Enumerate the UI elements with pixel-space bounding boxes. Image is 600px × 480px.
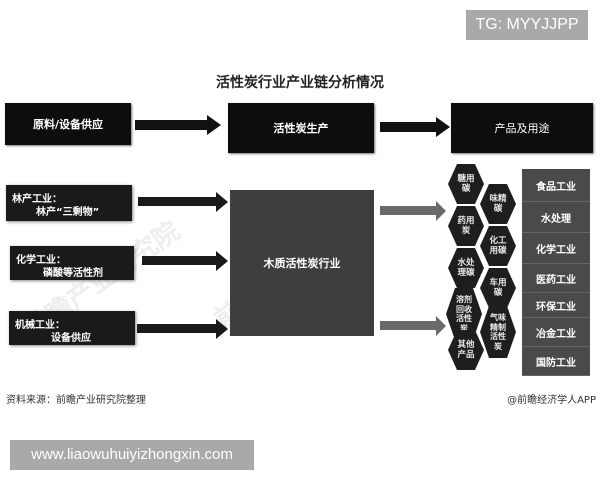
- arrow-icon: [380, 117, 450, 137]
- product-hexagon: 化工 用碳: [480, 226, 516, 266]
- diagram-title: 活性炭行业产业链分析情况: [216, 75, 384, 91]
- core-industry-box: 木质活性炭行业: [230, 190, 374, 336]
- application-box: 环保工业: [522, 293, 590, 318]
- stage-box-supply: 原料/设备供应: [5, 103, 131, 145]
- application-label: 国防工业: [536, 357, 576, 369]
- application-label: 医药工业: [536, 274, 576, 286]
- application-label: 食品工业: [536, 181, 576, 193]
- application-label: 冶金工业: [536, 328, 576, 340]
- stage-box-products: 产品及用途: [451, 103, 593, 153]
- arrow-icon: [142, 251, 230, 271]
- input-detail: 磷酸等活性剂: [43, 268, 103, 279]
- arrow-icon: [135, 115, 221, 135]
- product-hexagon: 水处 理碳: [448, 248, 484, 288]
- arrow-icon: [380, 316, 448, 336]
- input-box-machinery: 机械工业： 设备供应: [9, 311, 135, 345]
- input-detail: 林产“三剩物”: [36, 207, 100, 218]
- source-note: 资料来源：前瞻产业研究院整理: [6, 395, 146, 406]
- product-hexagon: 糖用 碳: [448, 164, 484, 204]
- application-box: 食品工业: [522, 169, 590, 202]
- application-label: 化学工业: [536, 244, 576, 256]
- product-hexagon: 味精 碳: [480, 184, 516, 224]
- application-box: 水处理: [522, 202, 590, 233]
- url-watermark-badge: www.liaowuhuiyizhongxin.com: [10, 440, 254, 470]
- application-box: 医药工业: [522, 264, 590, 293]
- application-label: 水处理: [541, 213, 571, 225]
- input-detail: 设备供应: [51, 333, 91, 344]
- input-box-chemical: 化学工业： 磷酸等活性剂: [10, 246, 134, 280]
- application-label: 环保工业: [536, 301, 576, 313]
- stage-label: 原料/设备供应: [32, 118, 104, 131]
- input-box-forestry: 林产工业： 林产“三剩物”: [6, 185, 132, 221]
- application-box: 化学工业: [522, 233, 590, 264]
- product-hexagon: 气味 精制 活性 炭: [480, 306, 516, 358]
- product-hexagon: 药用 炭: [448, 206, 484, 246]
- input-industry: 化学工业：: [16, 255, 66, 266]
- arrow-icon: [380, 201, 448, 221]
- input-industry: 林产工业：: [12, 194, 62, 205]
- arrow-icon: [138, 192, 230, 212]
- stage-label: 产品及用途: [494, 122, 550, 135]
- tg-watermark-badge: TG: MYYJJPP: [466, 10, 588, 40]
- core-label: 木质活性炭行业: [263, 257, 341, 270]
- product-hexagon: 车用 碳: [480, 268, 516, 308]
- stage-box-production: 活性炭生产: [228, 103, 374, 153]
- credit-note: @前瞻经济学人APP: [507, 395, 596, 406]
- application-box: 冶金工业: [522, 318, 590, 347]
- stage-label: 活性炭生产: [273, 122, 329, 135]
- input-industry: 机械工业：: [15, 320, 65, 331]
- product-hexagon: 其他 产品: [448, 330, 484, 370]
- arrow-icon: [137, 319, 230, 339]
- application-box: 国防工业: [522, 347, 590, 376]
